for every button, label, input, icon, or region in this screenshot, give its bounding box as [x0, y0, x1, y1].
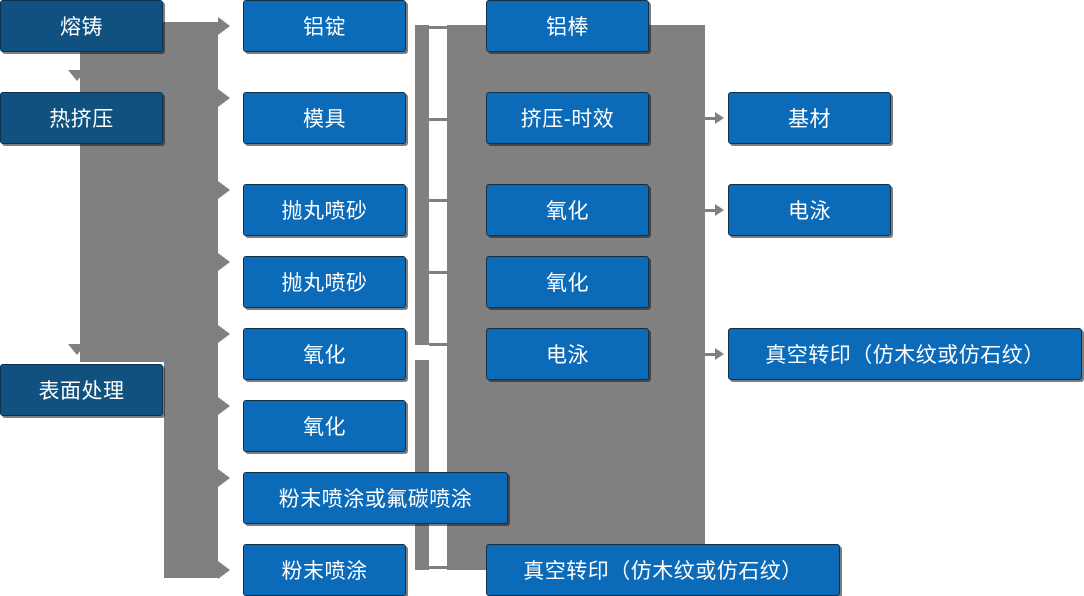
process-box-label: 真空转印（仿木纹或仿石纹） [765, 344, 1045, 367]
arrow-stem [705, 116, 715, 120]
process-box-col-b-5[interactable]: 电泳 [486, 328, 649, 380]
connector-mid-tick-2 [429, 118, 447, 121]
connector-left-stem-to-surface [164, 386, 186, 389]
process-box-col-a-7[interactable]: 粉末喷涂或氟碳喷涂 [243, 472, 508, 524]
process-box-label: 铝棒 [546, 16, 589, 39]
stage-box-label: 熔铸 [60, 16, 103, 39]
connector-mid-tick-5 [429, 343, 447, 346]
process-box-col-b-3[interactable]: 氧化 [486, 184, 649, 236]
process-box-col-b-1[interactable]: 铝棒 [486, 0, 649, 52]
connector-arrow-to-col-a-6 [218, 397, 230, 415]
process-box-col-a-3[interactable]: 抛丸喷砂 [243, 184, 406, 236]
process-box-label: 电泳 [788, 200, 831, 223]
arrow-stem [705, 352, 715, 356]
arrow-stem [705, 208, 715, 212]
process-box-col-c-2[interactable]: 电泳 [728, 184, 891, 236]
process-box-col-a-8[interactable]: 粉末喷涂 [243, 544, 406, 596]
connector-mid-tick-3 [429, 199, 447, 202]
process-box-label: 氧化 [546, 272, 589, 295]
connector-arrow-to-col-a-4 [218, 253, 230, 271]
process-box-label: 抛丸喷砂 [281, 200, 368, 223]
process-box-label: 基材 [788, 108, 831, 131]
connector-left-trunk-lower [164, 22, 218, 578]
connector-mid-narrow-bar-upper [415, 25, 429, 345]
stage-box-label: 热挤压 [49, 108, 114, 131]
process-box-col-a-4[interactable]: 抛丸喷砂 [243, 256, 406, 308]
connector-mid-tick-1 [429, 26, 447, 29]
process-box-col-a-5[interactable]: 氧化 [243, 328, 406, 380]
arrow-head [715, 348, 724, 360]
stage-box-hot-extrusion[interactable]: 热挤压 [0, 92, 163, 144]
process-box-label: 铝锭 [303, 16, 346, 39]
connector-left-trunk-upper [80, 22, 164, 362]
process-box-col-c-1[interactable]: 基材 [728, 92, 891, 144]
process-box-label: 抛丸喷砂 [281, 272, 368, 295]
process-box-label: 氧化 [303, 344, 346, 367]
stage-box-melt-cast[interactable]: 熔铸 [0, 0, 163, 52]
connector-mid-narrow-bar-lower [415, 360, 429, 570]
connector-arrow-to-col-a-8 [218, 561, 230, 579]
connector-arrow-to-col-a-5 [218, 325, 230, 343]
arrow-head [715, 204, 724, 216]
connector-arrow-to-col-c-1 [705, 109, 724, 127]
connector-arrow-to-col-a-3 [218, 181, 230, 199]
connector-arrow-to-col-c-3 [705, 345, 724, 363]
process-box-col-b-4[interactable]: 氧化 [486, 256, 649, 308]
connector-arrow-to-col-a-1 [218, 17, 230, 35]
process-box-label: 模具 [303, 108, 346, 131]
process-box-label: 粉末喷涂 [281, 560, 368, 583]
process-box-col-a-6[interactable]: 氧化 [243, 400, 406, 452]
connector-arrow-to-col-a-2 [218, 89, 230, 107]
process-box-label: 氧化 [546, 200, 589, 223]
connector-arrow-to-col-c-2 [705, 201, 724, 219]
process-box-col-a-1[interactable]: 铝锭 [243, 0, 406, 52]
process-box-col-b-6[interactable]: 真空转印（仿木纹或仿石纹） [486, 544, 840, 596]
connector-mid-tick-4 [429, 271, 447, 274]
process-box-label: 粉末喷涂或氟碳喷涂 [278, 488, 473, 511]
stage-box-label: 表面处理 [38, 380, 125, 403]
stage-box-surface-treatment[interactable]: 表面处理 [0, 364, 163, 416]
process-box-col-a-2[interactable]: 模具 [243, 92, 406, 144]
process-box-col-c-3[interactable]: 真空转印（仿木纹或仿石纹） [728, 328, 1082, 380]
connector-arrow-down-hot-extrusion [68, 70, 86, 81]
connector-arrow-down-surface-treatment [68, 344, 86, 355]
arrow-head [715, 112, 724, 124]
process-box-label: 真空转印（仿木纹或仿石纹） [523, 560, 803, 583]
process-box-label: 电泳 [546, 344, 589, 367]
process-box-col-b-2[interactable]: 挤压-时效 [486, 92, 649, 144]
process-box-label: 氧化 [303, 416, 346, 439]
connector-arrow-to-col-a-7 [218, 469, 230, 487]
connector-mid-tick-6 [429, 566, 447, 569]
process-box-label: 挤压-时效 [520, 108, 615, 131]
